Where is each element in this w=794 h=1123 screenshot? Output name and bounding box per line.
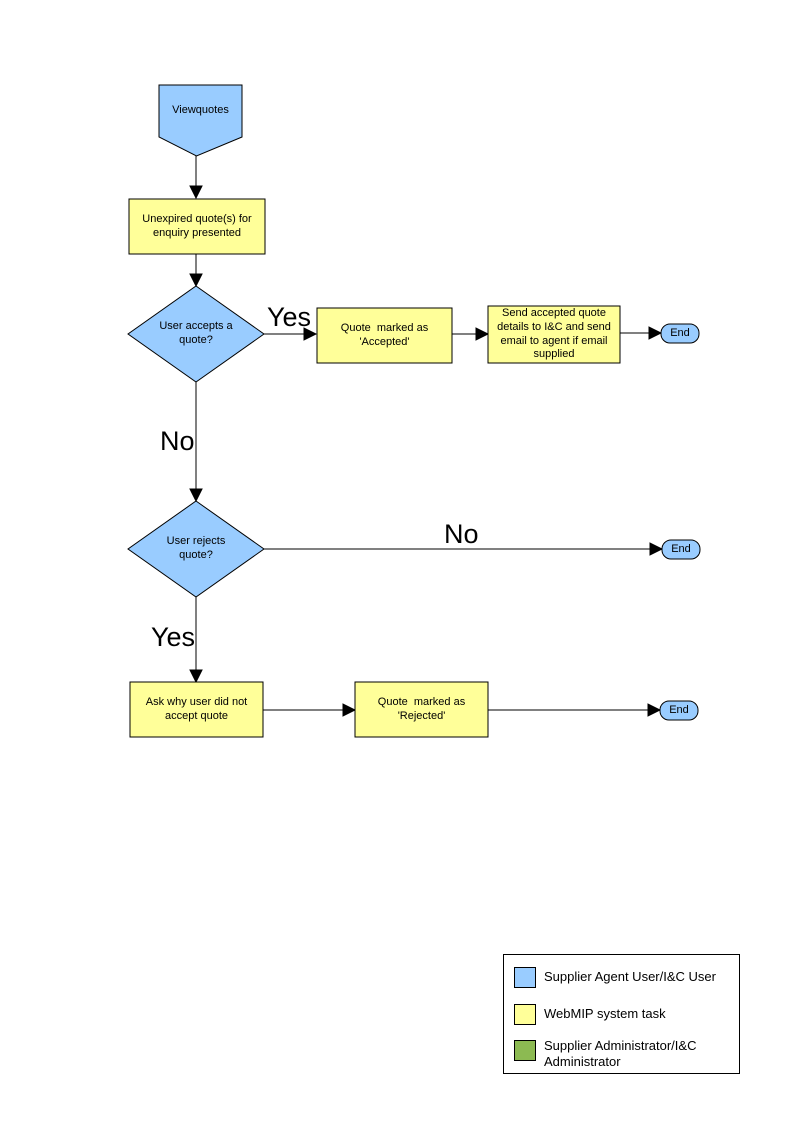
node-label-ask-why: Ask why user did not accept quote [145, 695, 251, 722]
node-label-viewquotes: Viewquotes [172, 104, 229, 117]
node-label-rejected: Quote marked as 'Rejected' [377, 695, 469, 722]
arrowhead-accepts-no [189, 488, 203, 503]
arrowhead-send-to-end [648, 326, 663, 340]
node-label-rejects: User rejects quote? [166, 535, 229, 561]
decision-shape-accepts [127, 285, 265, 383]
legend-label-webmip-task: WebMIP system task [544, 1006, 666, 1022]
legend-label-supplier-agent-user: Supplier Agent User/I&C User [544, 969, 716, 985]
terminator-shape-end-no-reject [661, 539, 701, 560]
node-label-end-no-reject: End [671, 542, 691, 555]
terminator-shape-end-accept [660, 323, 700, 344]
legend-swatch-green [514, 1040, 536, 1061]
node-label-unexpired: Unexpired quote(s) for enquiry presented [142, 212, 255, 239]
node-label-end-accept: End [670, 326, 690, 339]
arrowhead-accepted-to-send [475, 327, 490, 341]
node-label-accepted: Quote marked as 'Accepted' [340, 321, 432, 348]
process-shape-send-details [487, 305, 621, 364]
edge-label-accepts-yes: Yes [267, 302, 312, 332]
process-shape-accepted [316, 307, 453, 364]
edge-label-rejects-no: No [444, 519, 479, 549]
edge-label-accepts-no: No [160, 426, 195, 456]
node-label-accepts: User accepts a quote? [159, 320, 236, 346]
terminator-shape-end-reject [659, 700, 699, 721]
decision-shape-rejects [127, 500, 265, 598]
process-shape-ask-why [129, 681, 264, 738]
offpage-shape-viewquotes [158, 84, 243, 157]
node-label-end-reject: End [669, 703, 689, 716]
arrowhead-askwhy-to-rejected [342, 703, 357, 717]
legend-swatch-blue-icon [514, 967, 536, 988]
legend-swatch-green-icon [514, 1040, 536, 1061]
arrowhead-rejected-to-end [647, 703, 662, 717]
process-shape-unexpired [128, 198, 266, 255]
arrowhead-unexpired-to-accepts [189, 273, 203, 288]
legend-item-webmip-task: WebMIP system task [514, 1004, 734, 1025]
arrowhead-accepts-yes [303, 327, 318, 341]
legend-box: Supplier Agent User/I&C User WebMIP syst… [503, 954, 740, 1074]
arrowhead-rejects-no [649, 542, 664, 556]
process-shape-rejected [354, 681, 489, 738]
legend-swatch-yellow [514, 1004, 536, 1025]
node-label-send-details: Send accepted quote details to I&C and s… [497, 307, 614, 361]
legend-label-supplier-admin: Supplier Administrator/I&C Administrator [544, 1038, 697, 1070]
edge-label-rejects-yes: Yes [151, 622, 196, 652]
legend-swatch-blue [514, 967, 536, 988]
arrowhead-rejects-yes [189, 669, 203, 684]
legend-item-supplier-agent-user: Supplier Agent User/I&C User [514, 967, 734, 988]
arrowhead-start-to-unexpired [189, 185, 203, 200]
legend-item-supplier-admin: Supplier Administrator/I&C Administrator [514, 1038, 734, 1071]
legend-swatch-yellow-icon [514, 1004, 536, 1025]
